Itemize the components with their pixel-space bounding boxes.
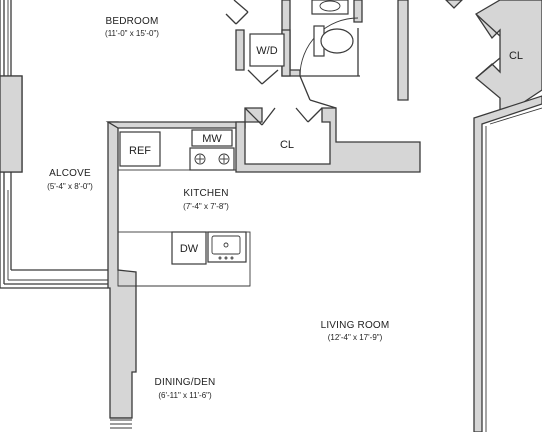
- dishwasher-label: DW: [180, 243, 199, 255]
- bath-sink: [311, 0, 349, 15]
- kitchen-sink: [207, 231, 247, 263]
- column-left: [0, 75, 23, 173]
- exterior-right-wall: [473, 95, 542, 432]
- alcove-name: ALCOVE: [49, 168, 91, 179]
- right-closet: CL: [445, 0, 542, 111]
- kitchen-top-wall: [105, 121, 246, 129]
- microwave: [191, 129, 233, 147]
- dining-den-name: DINING/DEN: [155, 377, 216, 388]
- dining-den-dims: (6'-11" x 11'-6"): [158, 391, 212, 400]
- kitchen-name: KITCHEN: [183, 188, 228, 199]
- living-room-dims: (12'-4" x 17'-9"): [328, 333, 383, 342]
- range-burners: [189, 147, 235, 171]
- refrigerator: [119, 131, 161, 167]
- kitchen-left-wall: [107, 121, 137, 419]
- closet-right-label: CL: [509, 50, 523, 62]
- washer-dryer-closet: W/D: [225, 0, 291, 85]
- bathroom: [281, 0, 409, 109]
- washer-dryer: [249, 33, 285, 67]
- kitchen-dims: (7'-4" x 7'-8"): [183, 202, 229, 211]
- alcove-dims: (5'-4" x 8'-0"): [47, 182, 93, 191]
- living-room-name: LIVING ROOM: [321, 320, 390, 331]
- bedroom-name: BEDROOM: [105, 16, 158, 27]
- microwave-label: MW: [202, 133, 222, 145]
- washer-dryer-label: W/D: [256, 45, 277, 57]
- dishwasher: [171, 231, 207, 265]
- bedroom-dims: (11'-0" x 15'-0"): [105, 29, 159, 38]
- refrigerator-label: REF: [129, 145, 151, 157]
- center-closet-wall: [235, 107, 421, 173]
- closet-center-label: CL: [280, 139, 294, 151]
- toilet-bowl: [320, 28, 354, 54]
